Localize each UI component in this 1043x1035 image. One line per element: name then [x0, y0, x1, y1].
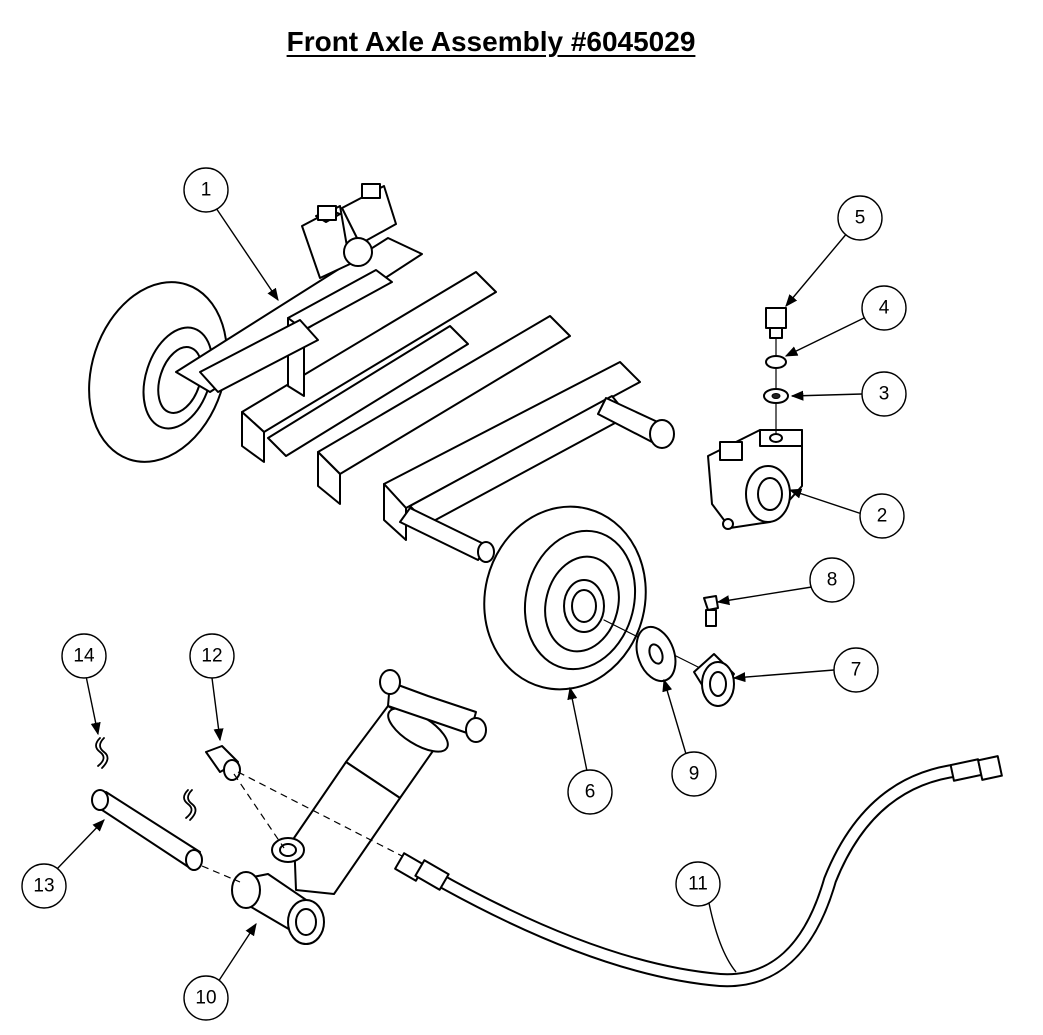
callout-label: 5	[855, 208, 866, 229]
callout-3: 3	[861, 371, 907, 417]
callout-5: 5	[837, 195, 883, 241]
callout-9: 9	[671, 751, 717, 797]
callout-label: 4	[879, 298, 890, 319]
pin-part	[91, 789, 241, 883]
callout-label: 7	[851, 660, 862, 681]
callout-label: 8	[827, 570, 838, 591]
callout-1: 1	[183, 167, 229, 213]
hydraulic-hose-part	[394, 755, 1003, 988]
callout-8: 8	[809, 557, 855, 603]
callout-label: 10	[195, 988, 216, 1009]
fitting-part	[205, 745, 403, 857]
callout-label: 6	[585, 782, 596, 803]
bolt-and-washers-part	[763, 307, 789, 443]
callout-13: 13	[21, 863, 67, 909]
callout-label: 13	[33, 876, 54, 897]
callout-label: 14	[73, 646, 95, 667]
callout-label: 2	[877, 506, 888, 527]
callout-10: 10	[183, 975, 229, 1021]
callout-label: 3	[879, 384, 890, 405]
callout-label: 9	[689, 764, 700, 785]
axle-frame-part	[88, 183, 675, 563]
callout-2: 2	[859, 493, 905, 539]
diagram-title: Front Axle Assembly #6045029	[286, 26, 696, 57]
callout-14: 14	[61, 633, 107, 679]
callout-12: 12	[189, 633, 235, 679]
hydraulic-arm-part	[231, 669, 487, 945]
bearing-block-part	[707, 429, 803, 530]
callout-label: 1	[201, 180, 212, 201]
front-wheel-part	[483, 505, 647, 691]
hair-pin-clip-part	[95, 737, 197, 821]
callout-6: 6	[567, 769, 613, 815]
callout-label: 11	[688, 874, 708, 895]
callout-label: 12	[201, 646, 222, 667]
callout-11: 11	[675, 861, 721, 907]
callout-7: 7	[833, 647, 879, 693]
collar-and-washer-part	[603, 595, 735, 707]
callout-4: 4	[861, 285, 907, 331]
